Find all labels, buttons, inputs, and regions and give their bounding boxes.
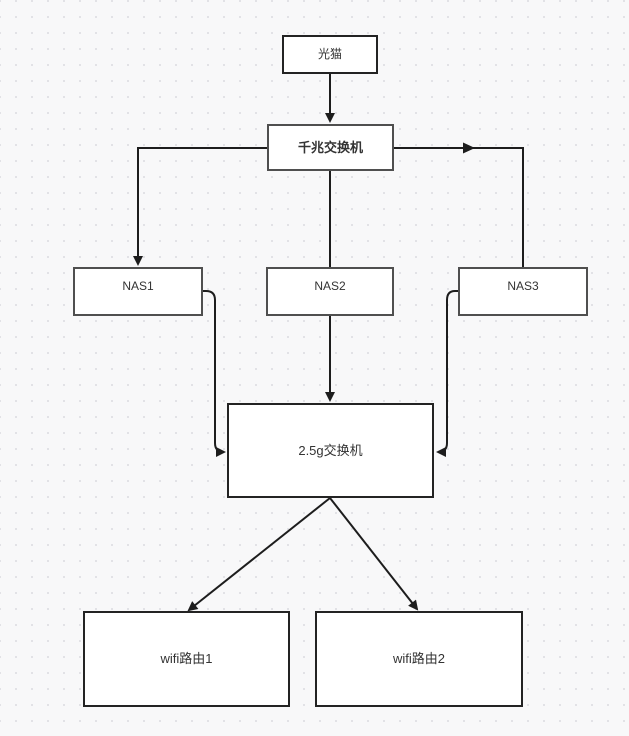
node-nas2[interactable]: NAS2: [266, 267, 394, 316]
edge-gigabit-switch-to-nas1[interactable]: [133, 147, 267, 266]
edge-gigabit-switch-to-nas3-arrowhead: [463, 142, 475, 154]
node-modem[interactable]: 光猫: [282, 35, 378, 74]
edge-nas3-to-25g-switch[interactable]: [436, 290, 458, 457]
node-gigabit-switch[interactable]: 千兆交换机: [267, 124, 394, 171]
edge-25g-switch-to-wifi-router-1[interactable]: [187, 497, 331, 612]
edge-25g-switch-to-wifi-router-2[interactable]: [329, 497, 419, 611]
node-nas3-label: NAS3: [507, 279, 539, 293]
node-wifi-router-2[interactable]: wifi路由2: [315, 611, 523, 707]
edge-gigabit-switch-to-nas3[interactable]: [394, 147, 524, 267]
node-nas1-label: NAS1: [122, 279, 154, 293]
node-nas1[interactable]: NAS1: [73, 267, 203, 316]
node-modem-label: 光猫: [317, 47, 342, 62]
node-25g-switch[interactable]: 2.5g交换机: [227, 403, 434, 498]
node-nas3[interactable]: NAS3: [458, 267, 588, 316]
node-nas2-label: NAS2: [314, 279, 346, 293]
node-gigabit-switch-label: 千兆交换机: [297, 139, 363, 155]
node-wifi-router-1-label: wifi路由1: [160, 651, 213, 667]
node-wifi-router-2-label: wifi路由2: [392, 651, 445, 667]
edge-nas1-to-25g-switch[interactable]: [203, 290, 226, 457]
node-25g-switch-label: 2.5g交换机: [298, 442, 363, 458]
node-wifi-router-1[interactable]: wifi路由1: [83, 611, 290, 707]
